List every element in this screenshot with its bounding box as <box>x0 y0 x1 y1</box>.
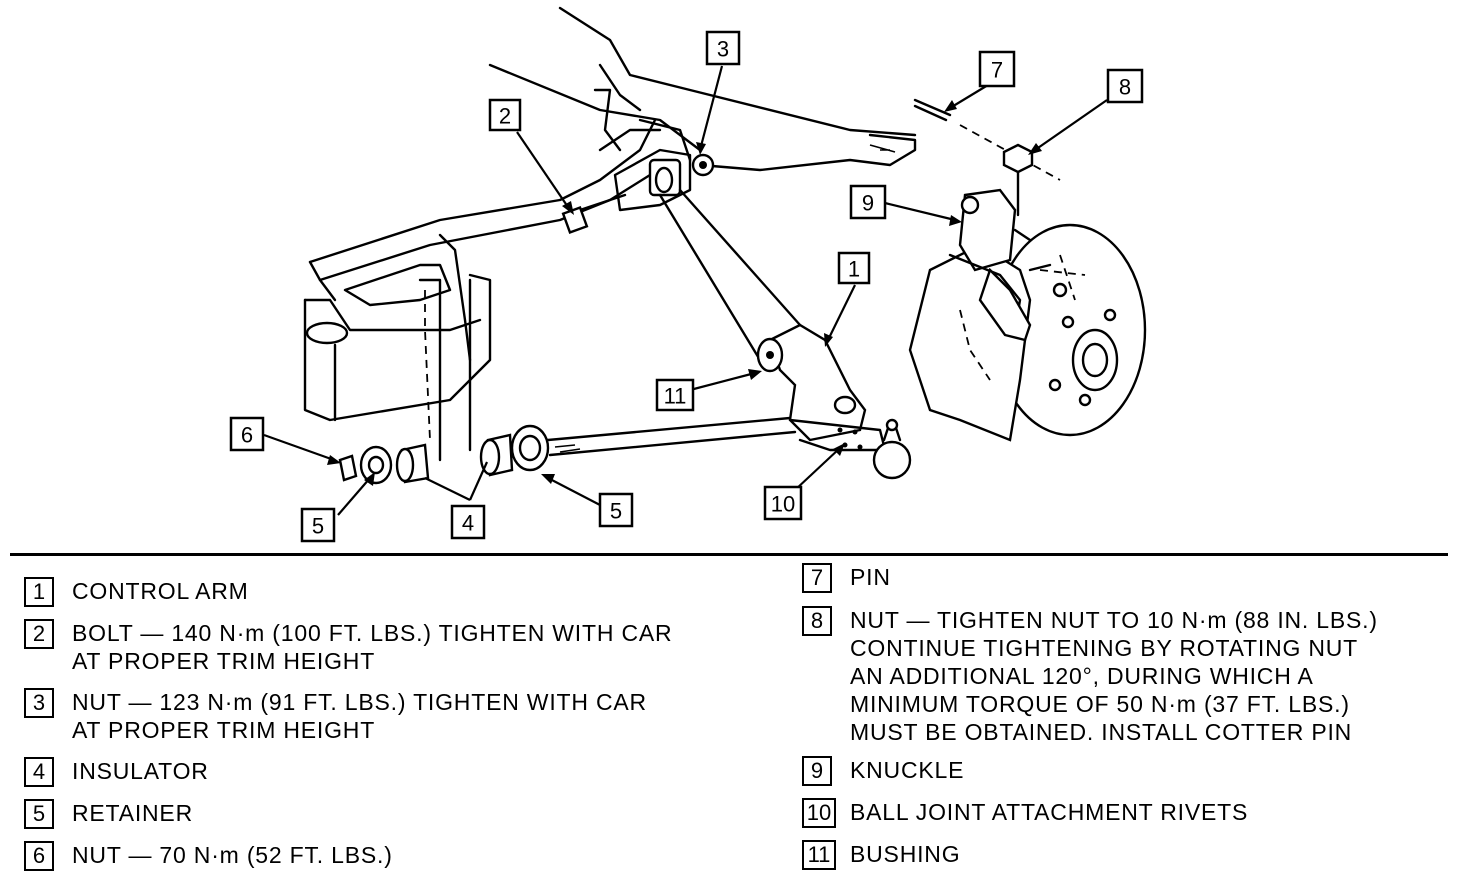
pin-and-nut <box>913 98 1061 217</box>
legend-item-2: 2 BOLT — 140 N·m (100 FT. LBS.) TIGHTEN … <box>24 619 672 675</box>
legend-number: 6 <box>24 841 54 871</box>
callout-10: 10 <box>763 485 803 521</box>
ball-joint <box>872 418 912 480</box>
knuckle-and-hub <box>908 188 1147 442</box>
legend-label: RETAINER <box>72 800 193 826</box>
legend-number: 10 <box>802 798 836 828</box>
callout-11: 11 <box>655 378 695 412</box>
svg-text:3: 3 <box>717 37 729 62</box>
svg-text:9: 9 <box>862 191 874 216</box>
svg-text:5: 5 <box>610 499 622 524</box>
legend-number: 2 <box>24 619 54 649</box>
legend-label: CONTROL ARM <box>72 578 249 604</box>
callout-1: 1 <box>837 251 871 285</box>
legend-label: NUT — TIGHTEN NUT TO 10 N·m (88 IN. LBS.… <box>850 607 1378 745</box>
legend-label: PIN <box>850 564 891 590</box>
legend-number: 4 <box>24 757 54 787</box>
svg-text:1: 1 <box>848 257 860 282</box>
legend-divider <box>10 553 1448 556</box>
legend-label: BOLT — 140 N·m (100 FT. LBS.) TIGHTEN WI… <box>72 620 673 674</box>
bolt-and-bracket <box>561 148 715 235</box>
suspension-exploded-diagram: 1 2 3 4 5 5 6 7 8 9 10 11 <box>229 6 1147 543</box>
svg-text:10: 10 <box>771 492 795 517</box>
legend-number: 11 <box>802 840 836 870</box>
callout-7: 7 <box>978 50 1016 88</box>
callout-9: 9 <box>849 184 887 220</box>
callout-6: 6 <box>229 416 265 452</box>
svg-text:6: 6 <box>241 423 253 448</box>
legend-label: KNUCKLE <box>850 757 965 783</box>
svg-text:11: 11 <box>664 384 687 409</box>
legend-item-10: 10 BALL JOINT ATTACHMENT RIVETS <box>802 798 1248 828</box>
legend-number: 3 <box>24 688 54 718</box>
legend-label: BUSHING <box>850 841 961 867</box>
legend-label: NUT — 123 N·m (91 FT. LBS.) TIGHTEN WITH… <box>72 689 647 743</box>
svg-text:8: 8 <box>1119 75 1131 100</box>
svg-text:7: 7 <box>991 58 1003 83</box>
legend-item-7: 7 PIN <box>802 563 891 593</box>
legend-item-1: 1 CONTROL ARM <box>24 577 249 607</box>
strut-rod <box>338 416 797 485</box>
svg-text:4: 4 <box>462 511 474 536</box>
legend-number: 9 <box>802 756 832 786</box>
legend-item-6: 6 NUT — 70 N·m (52 FT. LBS.) <box>24 841 393 871</box>
svg-text:2: 2 <box>499 104 511 129</box>
callout-2: 2 <box>488 98 522 132</box>
legend-item-4: 4 INSULATOR <box>24 757 209 787</box>
legend-item-3: 3 NUT — 123 N·m (91 FT. LBS.) TIGHTEN WI… <box>24 688 647 744</box>
svg-text:5: 5 <box>312 514 324 539</box>
legend-number: 5 <box>24 799 54 829</box>
callout-3: 3 <box>705 30 741 66</box>
legend-label: NUT — 70 N·m (52 FT. LBS.) <box>72 842 393 868</box>
callout-8: 8 <box>1106 68 1144 104</box>
legend-number: 7 <box>802 563 832 593</box>
callout-5-left: 5 <box>300 507 336 543</box>
legend-number: 8 <box>802 606 832 636</box>
legend-item-5: 5 RETAINER <box>24 799 193 829</box>
callout-4: 4 <box>450 504 486 540</box>
legend-number: 1 <box>24 577 54 607</box>
callout-5-right: 5 <box>598 492 634 528</box>
legend-label: INSULATOR <box>72 758 209 784</box>
leader-lines <box>263 65 1108 516</box>
legend-label: BALL JOINT ATTACHMENT RIVETS <box>850 799 1249 825</box>
legend-item-9: 9 KNUCKLE <box>802 756 964 786</box>
frame-crossmember <box>303 6 917 462</box>
legend-item-8: 8 NUT — TIGHTEN NUT TO 10 N·m (88 IN. LB… <box>802 606 1378 746</box>
legend-item-11: 11 BUSHING <box>802 840 960 870</box>
